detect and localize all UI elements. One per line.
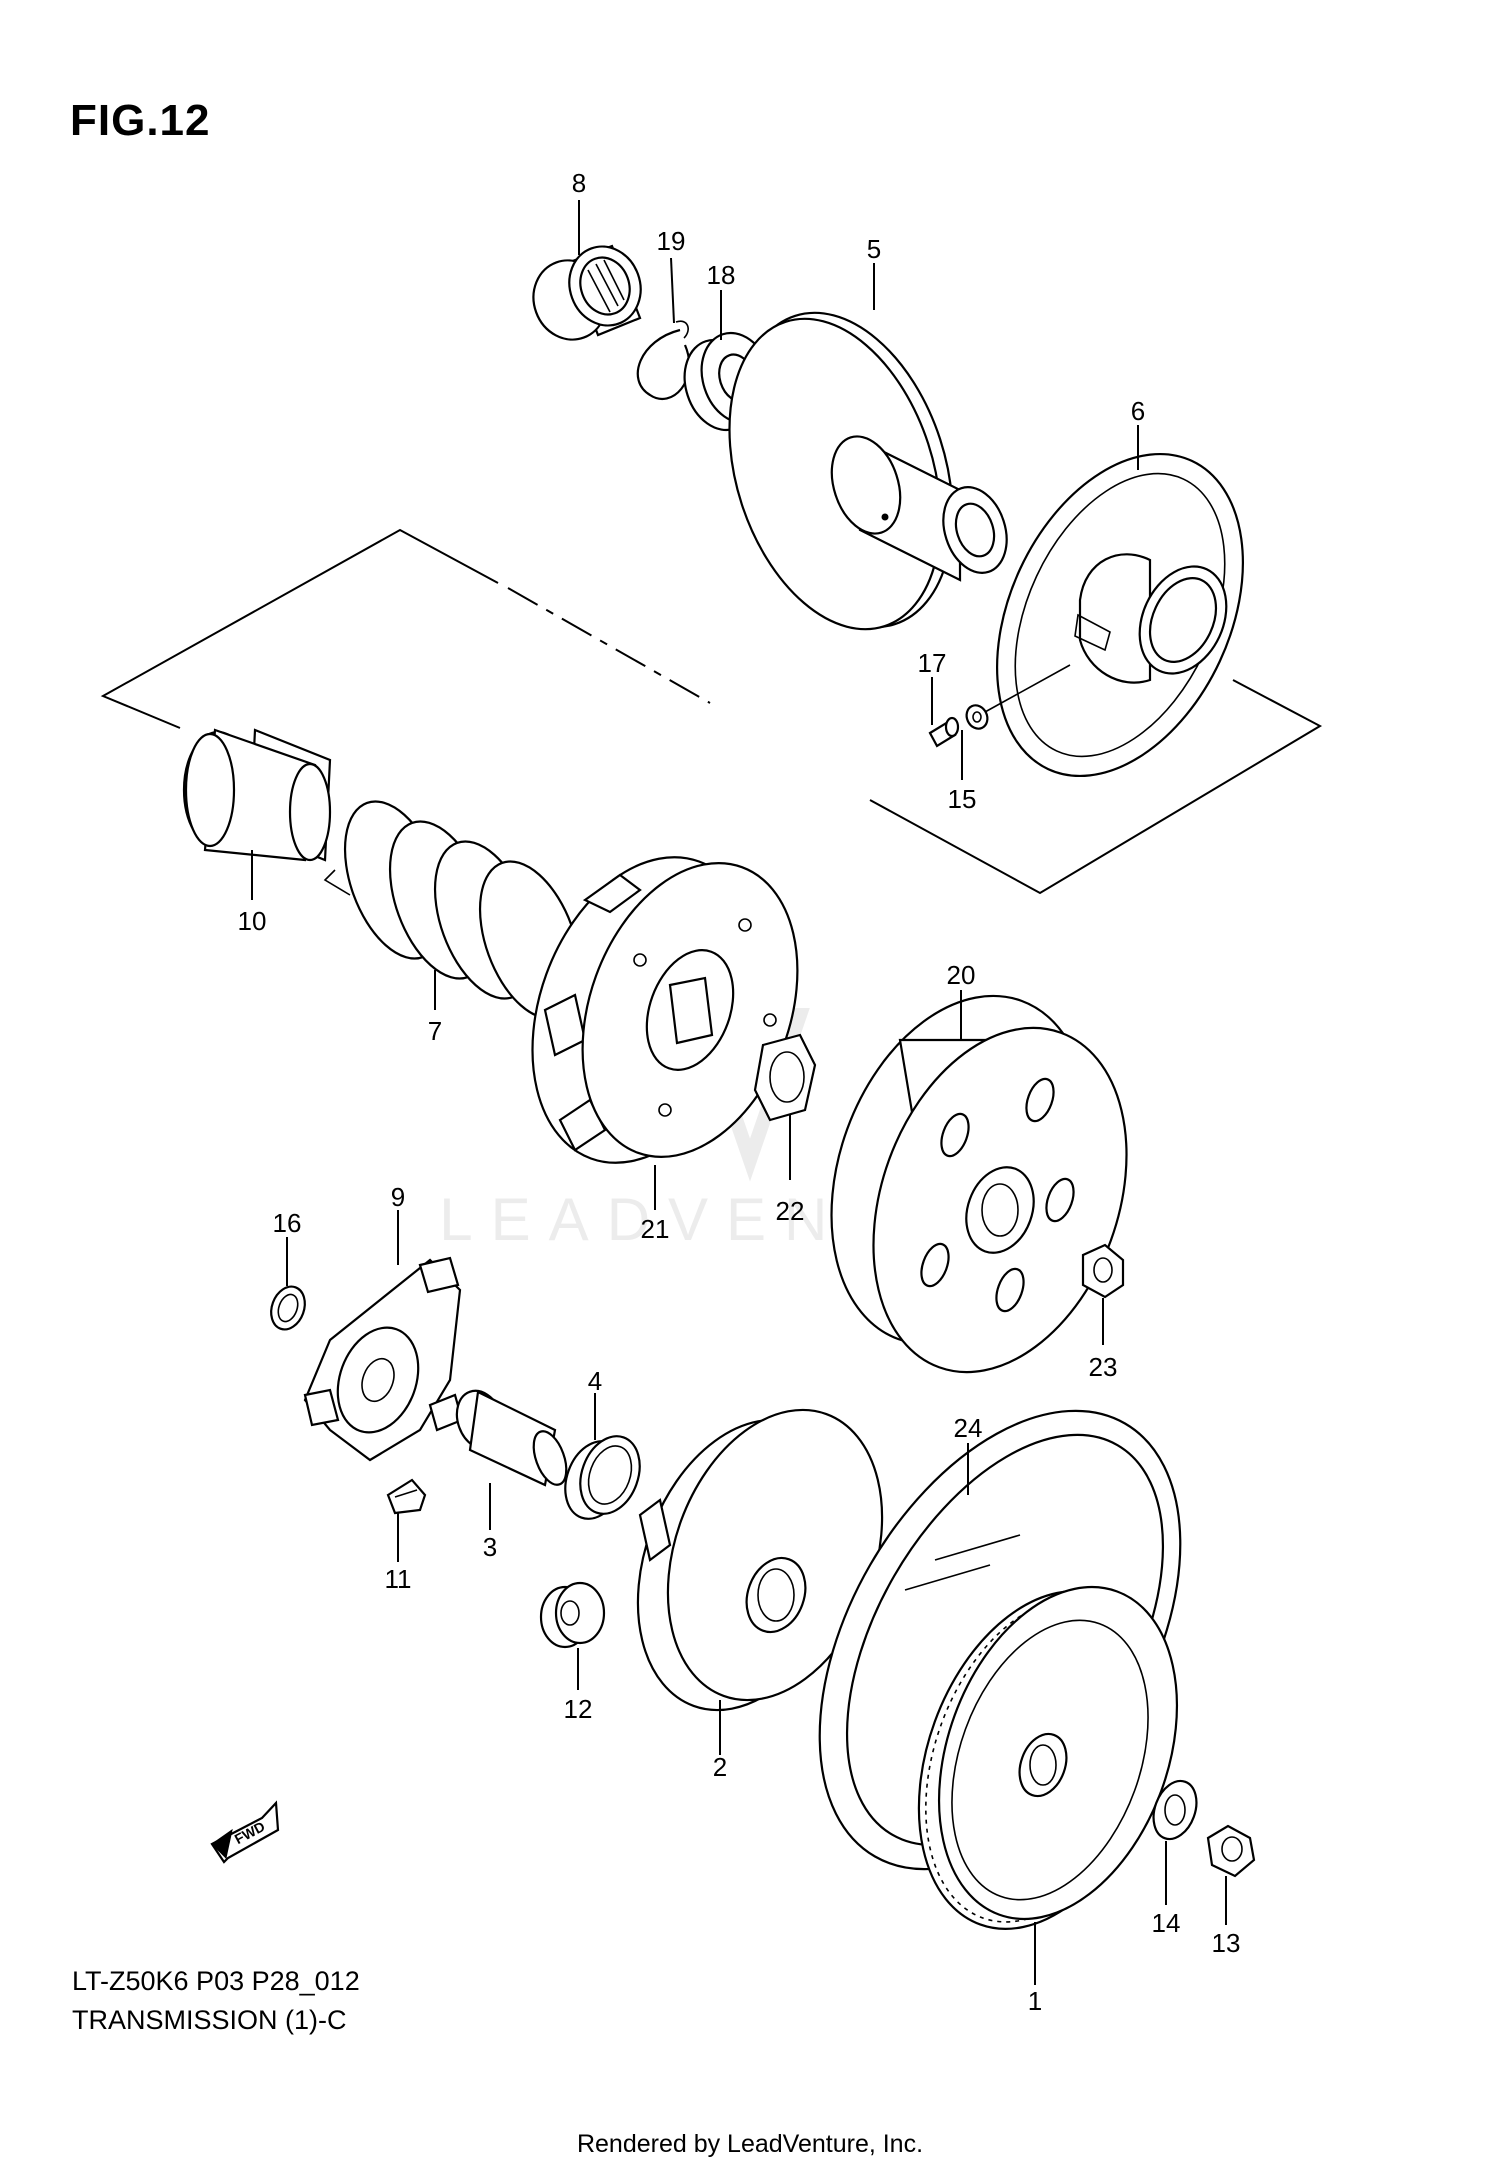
callout-6: 6	[1131, 396, 1145, 426]
callout-5: 5	[867, 234, 881, 264]
needle-bearing-part	[532, 244, 642, 341]
callout-numbers: 1 2 3 4 5 6 7 8 9 10 11 12 13 14 15 16 1…	[238, 168, 1241, 2016]
fan-face-part	[996, 452, 1244, 778]
roller-weight-part	[539, 1581, 606, 1649]
section-title: TRANSMISSION (1)-C	[72, 2005, 347, 2035]
callout-7: 7	[428, 1016, 442, 1046]
callout-4: 4	[588, 1366, 602, 1396]
callout-22: 22	[776, 1196, 805, 1226]
callout-3: 3	[483, 1532, 497, 1562]
drive-nut-part	[1206, 1824, 1256, 1878]
callout-21: 21	[641, 1214, 670, 1244]
callout-14: 14	[1152, 1908, 1181, 1938]
housing-nut-part	[1081, 1243, 1125, 1299]
washer-small-part	[965, 664, 1071, 730]
assembly-frame	[100, 528, 1323, 895]
washer-part	[270, 1285, 306, 1331]
callout-12: 12	[564, 1694, 593, 1724]
ramp-plate-part	[303, 1256, 464, 1462]
callout-8: 8	[572, 168, 586, 198]
collar-part	[455, 1389, 568, 1487]
callout-10: 10	[238, 906, 267, 936]
callout-19: 19	[657, 226, 686, 256]
callout-18: 18	[707, 260, 736, 290]
callout-23: 23	[1089, 1352, 1118, 1382]
washer-large-part	[1152, 1779, 1198, 1841]
callout-13: 13	[1212, 1928, 1241, 1958]
callout-1: 1	[1028, 1986, 1042, 2016]
model-code: LT-Z50K6 P03 P28_012	[72, 1966, 360, 1996]
callout-24: 24	[954, 1413, 983, 1443]
figure-title: FIG.12	[70, 96, 211, 145]
callout-15: 15	[948, 784, 977, 814]
slide-piece-part	[386, 1478, 427, 1515]
leader-lines	[251, 200, 1227, 1985]
circlip-part	[636, 320, 691, 401]
footer-credit: Rendered by LeadVenture, Inc.	[576, 2130, 924, 2158]
callout-2: 2	[713, 1752, 727, 1782]
callout-20: 20	[947, 960, 976, 990]
screw-part	[928, 716, 960, 748]
movable-drive-face-part	[636, 1408, 884, 1712]
clutch-nut-part	[753, 1033, 817, 1122]
callout-9: 9	[391, 1182, 405, 1212]
callout-16: 16	[273, 1208, 302, 1238]
drive-face-part	[728, 311, 1008, 631]
clutch-part	[531, 856, 799, 1164]
clutch-housing-part	[830, 994, 1128, 1374]
callout-17: 17	[918, 648, 947, 678]
ring-part	[564, 1435, 641, 1520]
fixed-drive-face-part	[917, 1585, 1179, 1930]
sleeve-part	[182, 728, 332, 862]
fwd-arrow-icon: FWD	[210, 1800, 280, 1864]
callout-11: 11	[385, 1564, 412, 1594]
